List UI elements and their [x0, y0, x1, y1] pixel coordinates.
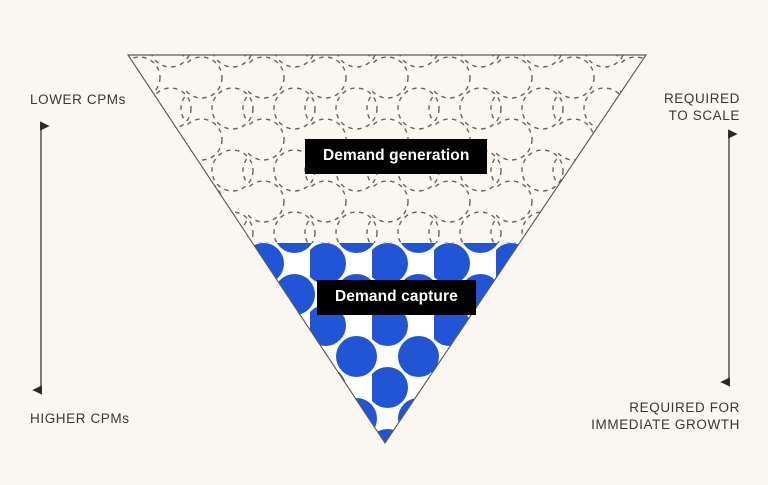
cpm-axis-bottom-label: HIGHER CPMs — [30, 411, 130, 426]
growth-axis-top-label: REQUIRED TO SCALE — [663, 91, 740, 123]
demand-capture-label: Demand capture — [317, 280, 476, 315]
growth-axis-bottom-label: REQUIRED FOR IMMEDIATE GROWTH — [591, 400, 740, 432]
demand-generation-label: Demand generation — [305, 139, 488, 174]
cpm-axis-top-label: LOWER CPMs — [30, 92, 127, 107]
funnel-outline — [126, 54, 648, 445]
